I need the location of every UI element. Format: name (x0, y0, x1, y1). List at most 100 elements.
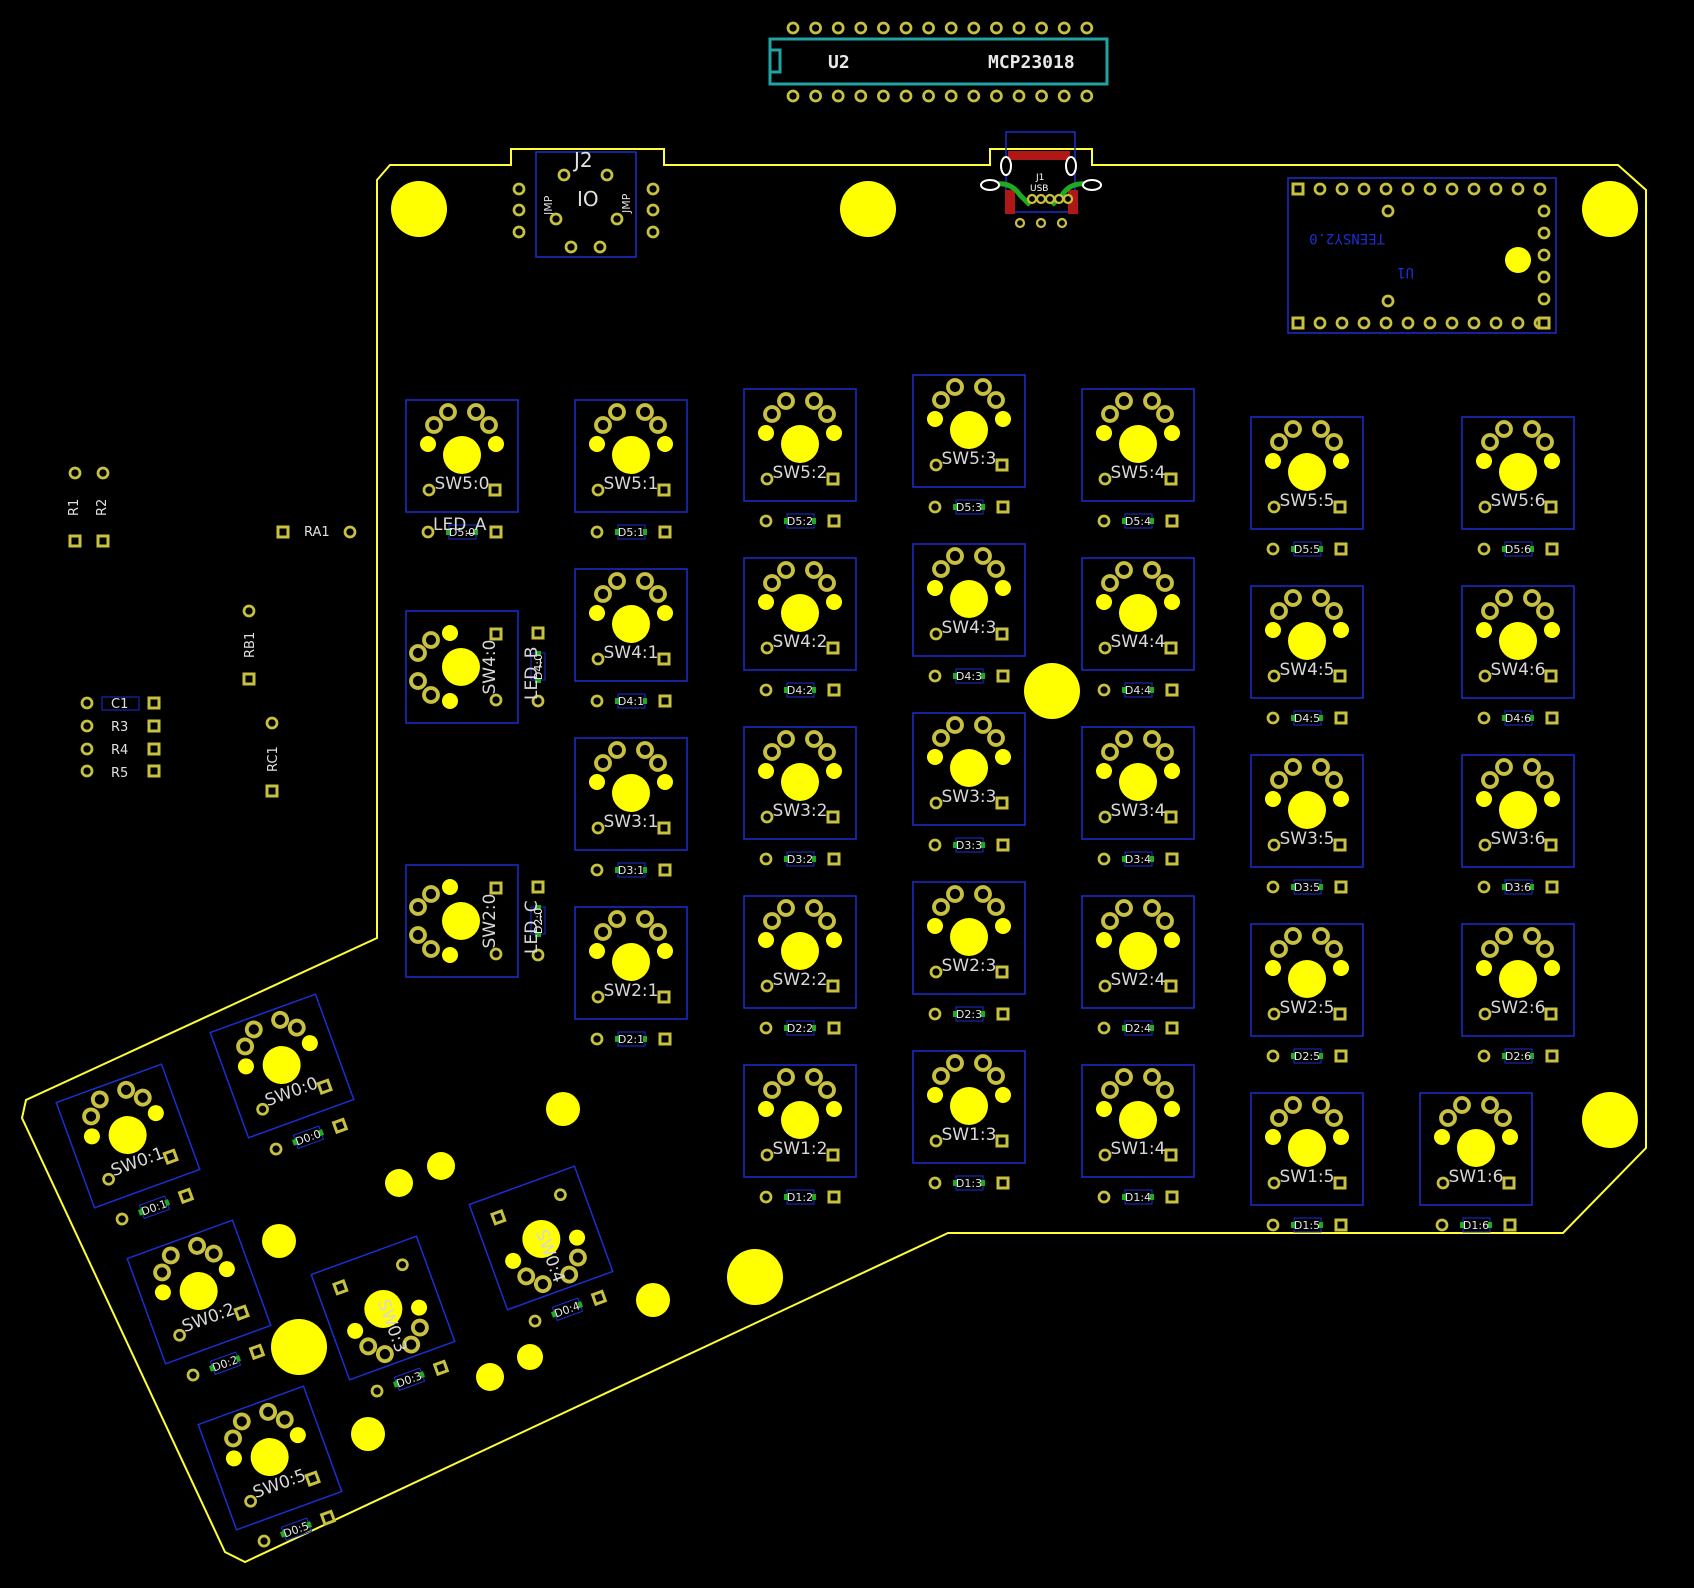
switch-led-pad (409, 672, 427, 690)
switch-led-pad (422, 940, 440, 958)
switch-pad (1478, 838, 1492, 852)
diode-smd-pad (981, 842, 985, 848)
switch-pin (927, 580, 943, 596)
diode-label: D1:2 (787, 1191, 813, 1204)
diode-pad (928, 1007, 942, 1021)
diode-label: D5:2 (787, 515, 813, 528)
switch-led-pad (777, 730, 795, 748)
switch-pin (927, 411, 943, 427)
switch-footprint (574, 568, 688, 682)
switch-pin (218, 1261, 235, 1278)
connector-j2-pin-left: JMP (542, 195, 555, 216)
switch-pad (1544, 500, 1558, 514)
switch-footprint (1250, 1092, 1364, 1206)
switch-pad (1333, 669, 1347, 683)
switch-led-pad (1481, 1096, 1499, 1114)
chip-u2-pin (1080, 89, 1094, 103)
switch-led-pad (359, 1337, 378, 1356)
switch-pad (1478, 500, 1492, 514)
switch-label: SW2:1 (604, 981, 659, 1001)
diode-pad (257, 1534, 271, 1548)
diode-smd-pad (1150, 1025, 1154, 1031)
switch-pad (1436, 1176, 1450, 1190)
diode-pad (827, 683, 841, 697)
diode-smd-pad (615, 698, 619, 704)
connector-j2-pin (646, 203, 660, 217)
diode-sw0-5: D0:5 (257, 1509, 337, 1548)
chip-u2-pin (854, 21, 868, 35)
mounting-hole (727, 1249, 783, 1305)
mounting-hole (385, 1169, 413, 1197)
side-pads (68, 466, 357, 798)
diode-smd-pad (784, 856, 788, 862)
switch-pin (225, 1450, 242, 1467)
switch-led-pad (422, 885, 440, 903)
switch-pads (1265, 420, 1349, 514)
switch-led-pad (974, 716, 992, 734)
switch-led-pad (275, 1410, 294, 1429)
switch-led-pad (1481, 940, 1499, 958)
diode-pad (531, 880, 545, 894)
switch-center-hole (950, 411, 988, 449)
chip-u2-pin (922, 89, 935, 103)
diode-smd-pad (812, 1194, 816, 1200)
switch-footprint (1081, 557, 1195, 671)
diode-pad (827, 1021, 841, 1035)
switch-center-hole (1457, 1129, 1495, 1167)
switch-pads (758, 561, 842, 655)
switch-pin (505, 1252, 522, 1269)
switch-led-pad (568, 1248, 587, 1267)
switch-pads (153, 1236, 250, 1342)
label-r4: R4 (111, 743, 128, 758)
diode-smd-pad (784, 1025, 788, 1031)
switch-footprint (1081, 388, 1195, 502)
switch-led-pad (805, 899, 823, 917)
side-pad (147, 742, 161, 756)
diode-pad (1334, 711, 1348, 725)
mounting-hole (840, 181, 896, 237)
switch-pad (657, 652, 671, 666)
switch-pin (1265, 453, 1281, 469)
switch-footprint (912, 543, 1026, 657)
switch-footprint (743, 557, 857, 671)
switch-led-pad (1495, 927, 1513, 945)
switch-led-pad (1115, 1068, 1133, 1086)
switch-pin (569, 1229, 586, 1246)
diode-pad (590, 694, 604, 708)
switch-pin (442, 947, 458, 963)
switch-pad (1544, 1007, 1558, 1021)
switch-led-pad (818, 912, 836, 930)
diode-pad (590, 1032, 604, 1046)
switch-led-pad (1115, 392, 1133, 410)
diode-pad (928, 1176, 942, 1190)
usb-pin (1062, 193, 1074, 205)
switch-pad (1098, 472, 1112, 486)
switch-pin (301, 1035, 318, 1052)
switch-led-pad (1270, 940, 1288, 958)
switch-label: SW5:6 (1491, 491, 1546, 511)
switch-led-pad (1536, 602, 1554, 620)
diode-smd-pad (306, 1521, 313, 1529)
switch-center-hole (1499, 960, 1537, 998)
diode-smd-pad (615, 1036, 619, 1042)
switch-led-pad (1284, 420, 1302, 438)
switch-pin (1164, 763, 1180, 779)
connector-j2-pin (549, 212, 563, 226)
teensy-pin (1537, 316, 1551, 330)
switch-pad (1098, 979, 1112, 993)
chip-u2-pin (1012, 89, 1026, 103)
switch-pad (929, 1134, 943, 1148)
usb-mount-pad (1000, 156, 1012, 176)
switch-pin (347, 1322, 364, 1339)
switch-footprint (1461, 923, 1575, 1037)
diode-smd-pad (1291, 546, 1295, 552)
switch-led-pad (467, 403, 485, 421)
teensy-large-pad (1505, 247, 1531, 273)
diode-label: D5:4 (1125, 515, 1151, 528)
label-r2: R2 (95, 499, 110, 516)
switch-led-pad (1536, 940, 1554, 958)
diode-smd-pad (1530, 546, 1534, 552)
